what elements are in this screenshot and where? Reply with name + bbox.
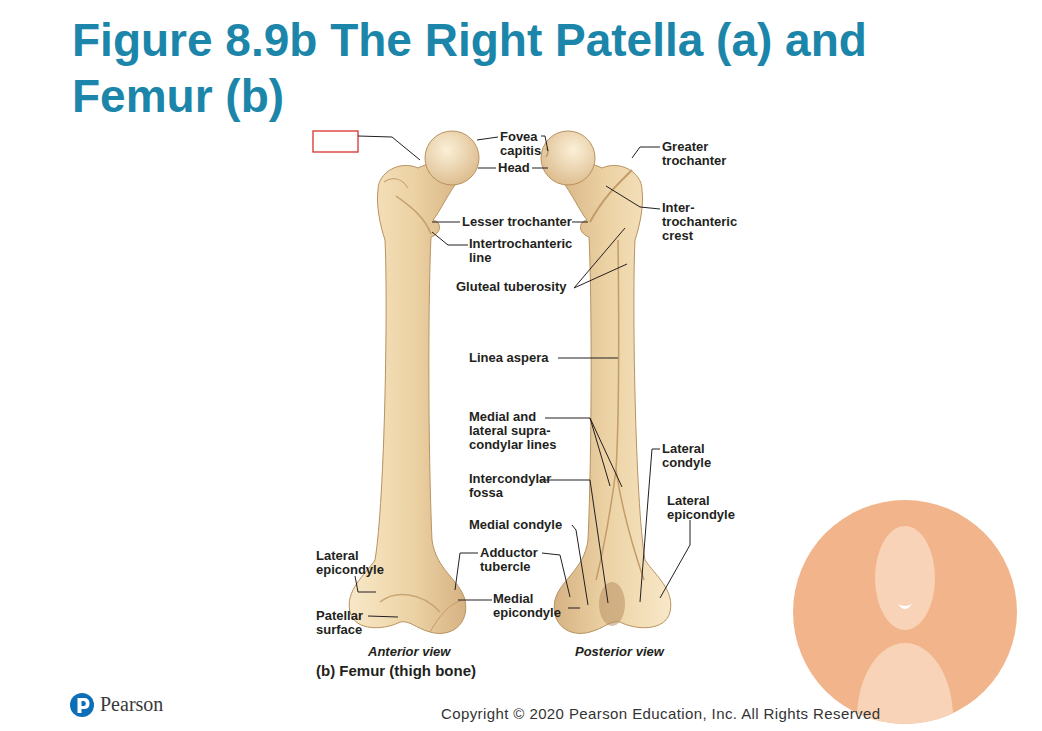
part-label: Gluteal tuberosity: [456, 280, 596, 294]
leader-line: [540, 480, 608, 603]
femur-head: [425, 131, 479, 185]
logo-circle: [70, 693, 94, 717]
leader-line: [355, 576, 376, 592]
publisher-name: Pearson: [100, 692, 210, 716]
leader-line: [542, 553, 570, 597]
anterior-femur: [349, 131, 479, 633]
leader-line: [574, 264, 627, 288]
leader-line: [558, 358, 618, 359]
leader-line: [574, 228, 625, 288]
part-label: Patellar surface: [316, 609, 386, 637]
part-label: Inter- trochanteric crest: [662, 201, 752, 243]
figure-caption: (b) Femur (thigh bone): [316, 662, 546, 680]
leader-line: [660, 520, 690, 598]
leader-line: [572, 525, 588, 605]
leader-line: [478, 168, 496, 169]
part-label: Fovea capitis: [500, 130, 555, 158]
femur-bone: [554, 162, 671, 633]
leader-line: [532, 168, 548, 169]
leader-line: [632, 147, 660, 158]
leader-line: [640, 449, 660, 602]
leader-line: [358, 136, 420, 160]
trochanter-edge: [384, 179, 408, 188]
intertrochanteric-crest-ridge: [590, 170, 632, 222]
figure-title: Figure 8.9b The Right Patella (a) and Fe…: [72, 12, 942, 124]
view-label: Posterior view: [575, 644, 695, 659]
part-label: Head: [498, 161, 558, 175]
view-label: Anterior view: [368, 644, 478, 659]
part-label: Lesser trochanter: [462, 215, 602, 229]
logo-glyph: [78, 698, 90, 713]
leader-line: [572, 222, 588, 223]
part-label: Lateral condyle: [662, 442, 732, 470]
copyright-note: Copyright © 2020 Pearson Education, Inc.…: [441, 705, 1021, 723]
leader-line: [477, 137, 498, 140]
part-label: Lateral epicondyle: [316, 549, 396, 577]
leader-line: [568, 608, 580, 609]
leader-line: [541, 136, 548, 151]
part-label: Greater trochanter: [662, 140, 747, 168]
linea-aspera-ridge: [596, 240, 644, 580]
leader-line: [545, 418, 610, 486]
avatar-mouth: [898, 604, 912, 609]
avatar-overlay: [793, 500, 1017, 731]
leader-line: [606, 186, 660, 209]
part-label: Lateral epicondyle: [667, 494, 747, 522]
condyle-shadow: [430, 600, 462, 632]
leader-line: [455, 553, 478, 590]
part-label: Linea aspera: [469, 351, 589, 365]
leader-line: [368, 616, 398, 617]
part-label: Medial epicondyle: [493, 592, 573, 620]
patellar-groove: [380, 595, 440, 612]
avatar-head: [875, 526, 935, 630]
femur-head: [541, 131, 595, 185]
leader-line: [590, 418, 622, 487]
intertrochanteric-ridge: [396, 196, 431, 234]
leader-line: [432, 232, 468, 245]
leader-line: [458, 600, 492, 601]
posterior-femur: [541, 131, 671, 633]
intercondylar-fossa-shadow: [599, 582, 625, 626]
part-label: Medial condyle: [469, 518, 589, 532]
blank-label-box: [313, 131, 358, 152]
leader-line: [432, 222, 460, 223]
part-label: Adductor tubercle: [480, 546, 550, 574]
part-label: Intercondylar fossa: [469, 472, 564, 500]
part-label: Medial and lateral supra- condylar lines: [469, 410, 574, 452]
part-label: Intertrochanteric line: [469, 237, 589, 265]
